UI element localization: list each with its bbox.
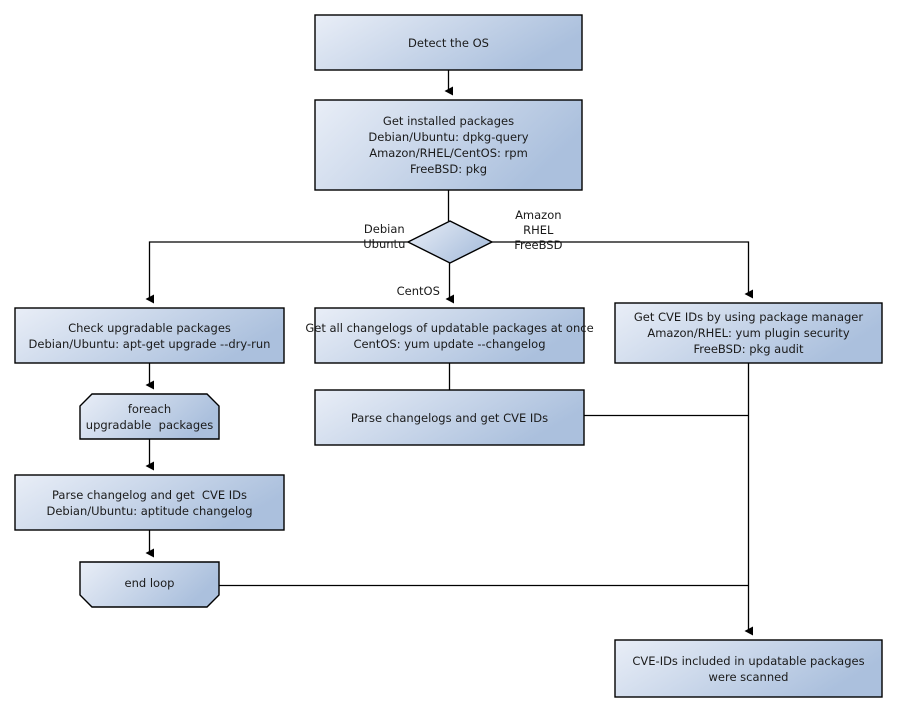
node-foreach-upgradable-packages [79, 393, 220, 440]
edge-label-centos: CentOS [382, 269, 440, 314]
text-line: Ubuntu [363, 237, 406, 251]
text-line: Amazon [515, 208, 562, 222]
node-get-cve-ids-package-manager [614, 302, 883, 364]
text-line: RHEL [523, 223, 554, 237]
text-line: Debian [363, 222, 405, 236]
node-parse-changelogs-cve-ids [314, 389, 585, 446]
edge-decision-to-package-manager [492, 241, 753, 299]
edge-decision-to-check-upgradable [145, 241, 408, 304]
node-check-upgradable-packages [14, 307, 285, 364]
text-line: CentOS [396, 284, 440, 298]
node-detect-os [314, 14, 583, 71]
node-get-all-changelogs [314, 307, 585, 364]
edge-label-debian-ubuntu: Debian Ubuntu [345, 207, 409, 267]
node-end-loop [79, 561, 220, 608]
node-cve-ids-scanned [614, 639, 883, 698]
node-os-decision [406, 220, 494, 264]
node-get-installed-packages [314, 99, 583, 191]
node-parse-changelog-cve-ids [14, 474, 285, 531]
edge-label-amazon-rhel-freebsd: Amazon RHEL FreeBSD [494, 193, 568, 268]
text-line: FreeBSD [514, 238, 563, 252]
